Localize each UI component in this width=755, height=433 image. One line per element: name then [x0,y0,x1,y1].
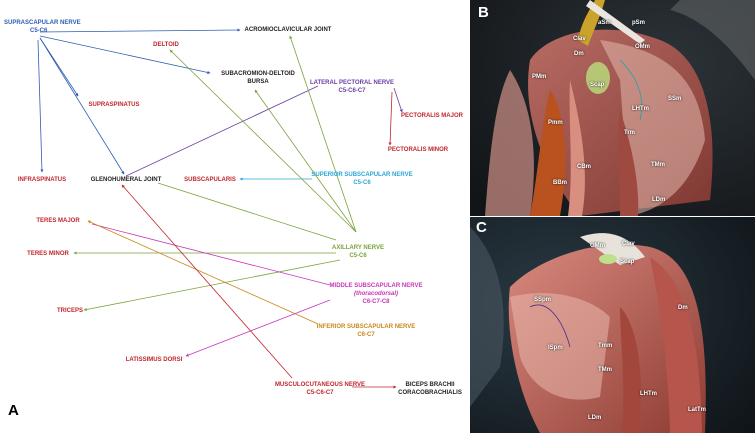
posterior-shoulder-illustration [470,217,755,433]
label-c-sspm: SSpm [534,297,552,303]
label-b-ssm: SSm [668,96,682,102]
node-infraspinatus: INFRASPINATUS [17,177,67,183]
arrow-ax-bursa [254,89,357,233]
arrow-isub-tmaj [87,220,319,325]
arrow-ax-triceps [83,259,341,312]
label-b-clav: Clav [573,36,586,42]
arrow-ax-deltoid [169,49,357,233]
label-c-tmm-major: TMm [598,367,612,373]
label-b-trm: Trm [624,130,636,136]
node-subscapularis: SUBSCAPULARIS [184,177,236,183]
label-b-psm: pSm [632,20,646,26]
label-b-cbm: CBm [577,164,592,170]
label-b-scap: Scap [590,82,605,88]
label-b-asm: aSm [598,20,611,26]
label-c-ldm: LDm [588,415,602,421]
node-glenohumeral-joint: GLENOHUMERAL JOINT [90,177,162,183]
node-pectoralis-minor: PECTORALIS MINOR [387,147,449,153]
label-c-ispm: ISpm [548,345,563,351]
arrow-msub-tmaj [91,223,331,286]
arrow-ssn-acj [39,28,241,33]
label-b-lhtm: LHTm [632,106,649,112]
arrow-ssn-infraspinatus [37,39,44,173]
label-b-ldm: LDm [652,197,666,203]
label-b-dm: Dm [574,51,584,57]
node-teres-minor: TERES MINOR [27,251,69,257]
node-triceps: TRICEPS [56,308,84,314]
label-b-omm: OMm [635,44,650,50]
arrow-lpn-pmaj [393,87,403,113]
connector-arrows [37,28,403,389]
panel-letter-b: B [478,4,489,21]
anatomy-panel-c: OMm Clav Scap SSpm Dm ISpm Tmm TMm LHTm … [470,217,755,433]
arrow-ax-acj [289,35,357,233]
label-b-bbm: BBm [553,180,568,186]
label-c-lhtm: LHTm [640,391,657,397]
panel-letter-c: C [476,219,487,236]
panel-letter-a: A [8,402,19,419]
arrow-mcn-ghj [121,184,293,379]
node-latissimus-dorsi: LATISSIMUS DORSI [125,357,183,363]
label-b-pmm-minor: Pmm [548,120,563,126]
label-c-dm: Dm [678,305,688,311]
node-acromioclavicular-joint: ACROMIOCLAVICULAR JOINT [244,27,332,33]
label-c-tmm: Tmm [598,343,613,349]
label-c-scap: Scap [620,259,635,265]
node-supraspinatus: SUPRASPINATUS [88,102,140,108]
anatomy-panel-b: aSm pSm Clav OMm Dm PMm Scap LHTm SSm Pm… [470,0,755,216]
arrow-msub-ld [185,299,331,357]
node-teres-major: TERES MAJOR [36,218,80,224]
label-b-tmm: TMm [651,162,665,168]
node-middle-subscapular-nerve: MIDDLE SUBSCAPULAR NERVE(thoracodorsal)C… [329,283,423,305]
label-c-omm: OMm [590,243,605,249]
label-b-pmm: PMm [532,74,547,80]
label-c-lattm: LatTm [688,407,706,413]
arrow-lpn-ghj [125,85,319,177]
node-pectoralis-major: PECTORALIS MAJOR [401,113,463,119]
node-deltoid: DELTOID [153,42,179,48]
arrow-ax-ghj [157,182,337,241]
arrow-ssn-ghj [39,37,125,175]
arrow-ssn-bursa [39,35,211,74]
arrow-lpn-pmin [388,91,393,146]
label-c-clav: Clav [622,241,635,247]
anterior-shoulder-illustration [470,0,755,216]
